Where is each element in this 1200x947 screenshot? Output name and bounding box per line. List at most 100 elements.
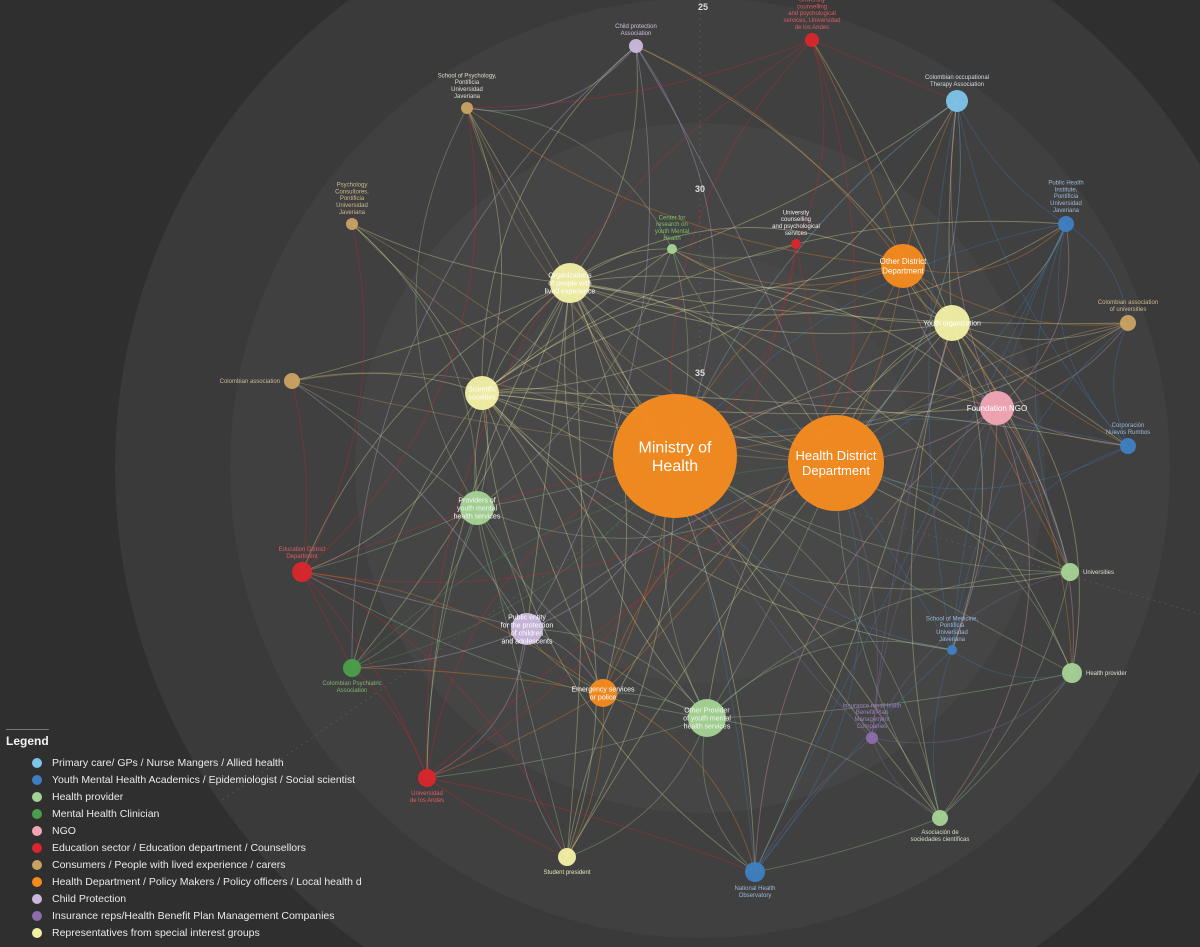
edge (951, 407, 998, 651)
edge (754, 223, 1067, 873)
edge (951, 322, 983, 651)
node-label-foundation-ngo: Foundation NGO (967, 404, 1027, 413)
edge (426, 507, 478, 779)
node-colombian-association-of-universities[interactable] (1120, 315, 1136, 331)
legend-item-label: Youth Mental Health Academics / Epidemio… (52, 773, 356, 786)
edge (956, 100, 1129, 447)
edge (426, 462, 837, 779)
edge (996, 407, 1071, 573)
node-colombian-occupational-therapy-association[interactable] (946, 90, 968, 112)
edge (602, 265, 904, 694)
edge (1065, 223, 1129, 324)
node-student-president[interactable] (558, 848, 576, 866)
edge (516, 628, 568, 858)
node-health-district-department[interactable] (788, 415, 884, 511)
edge (566, 692, 604, 858)
node-colombian-psychiatric-association[interactable] (343, 659, 361, 677)
edge (476, 462, 837, 539)
node-providers-youth-mental-health[interactable] (460, 491, 494, 525)
edge (706, 571, 1071, 719)
edge (811, 39, 856, 464)
edge (948, 100, 958, 324)
node-school-of-psychology-javeriana[interactable] (461, 102, 473, 114)
node-universidad-de-los-andes[interactable] (418, 769, 436, 787)
edge (426, 777, 568, 858)
edge (466, 39, 813, 109)
edge (466, 107, 503, 394)
edge (481, 392, 604, 694)
node-scientific-societies[interactable] (465, 376, 499, 410)
node-psychology-consultores-javeriana[interactable] (346, 218, 358, 230)
node-child-protection-association[interactable] (629, 39, 643, 53)
node-school-of-medicine-javeriana[interactable] (947, 645, 957, 655)
edge (871, 571, 1071, 739)
edge (871, 322, 953, 739)
node-foundation-ngo[interactable] (980, 391, 1014, 425)
edge (566, 462, 837, 858)
legend-swatch (32, 927, 42, 938)
edge (481, 392, 756, 873)
edge (351, 223, 483, 394)
node-health-provider-org[interactable] (1062, 663, 1082, 683)
node-other-provider-youth-mental-health[interactable] (688, 699, 726, 737)
node-public-entity-protection-children[interactable] (511, 613, 543, 645)
node-university-counselling-services[interactable] (791, 239, 801, 249)
legend: Legend Primary care/ GPs / Nurse Mangers… (6, 729, 426, 941)
legend-swatch (32, 757, 42, 768)
node-insurance-reps-health-benefit[interactable] (866, 732, 878, 744)
edge (754, 322, 953, 873)
edge (835, 100, 961, 464)
edge (871, 737, 941, 819)
edge (939, 407, 1030, 819)
node-corporacion-nuevos-rumbos[interactable] (1120, 438, 1136, 454)
node-center-research-youth-mental-health[interactable] (667, 244, 677, 254)
edge (674, 455, 941, 819)
edge (481, 392, 708, 719)
axis-spoke (767, 487, 1200, 615)
edge (566, 717, 708, 858)
edge (476, 507, 568, 858)
edge (569, 282, 1129, 325)
node-youth-organization[interactable] (934, 305, 970, 341)
node-education-district-department[interactable] (292, 562, 312, 582)
edge (351, 282, 571, 669)
node-ministry-of-health[interactable] (613, 394, 737, 518)
edge (301, 571, 428, 779)
legend-item-label: Primary care/ GPs / Nurse Mangers / Alli… (52, 756, 284, 769)
legend-swatch (32, 876, 42, 887)
edge (1035, 223, 1071, 573)
edge (481, 392, 1129, 447)
legend-item: Health provider (6, 788, 426, 805)
edge (951, 445, 1129, 651)
node-public-health-institute-javeriana[interactable] (1058, 216, 1074, 232)
edge (902, 223, 1067, 274)
node-label-student-president: Student president (543, 870, 590, 876)
node-colombian-association[interactable] (284, 373, 300, 389)
edge (481, 392, 998, 415)
node-other-district-department[interactable] (881, 244, 925, 288)
edge (466, 107, 571, 284)
edge (706, 322, 953, 719)
node-university-counselling-andes[interactable] (805, 33, 819, 47)
edge (426, 628, 528, 779)
edge (706, 717, 941, 819)
node-universities[interactable] (1061, 563, 1079, 581)
node-asociacion-sociedades-cientificas[interactable] (932, 810, 948, 826)
edge (754, 817, 941, 873)
edge (301, 282, 571, 573)
node-emergency-services-or-police[interactable] (589, 679, 617, 707)
edge (951, 322, 1129, 651)
node-organizations-lived-experience[interactable] (550, 263, 590, 303)
legend-item: Education sector / Education department … (6, 839, 426, 856)
node-national-health-observatory[interactable] (745, 862, 765, 882)
legend-item: Primary care/ GPs / Nurse Mangers / Alli… (6, 754, 426, 771)
edge (291, 282, 571, 382)
